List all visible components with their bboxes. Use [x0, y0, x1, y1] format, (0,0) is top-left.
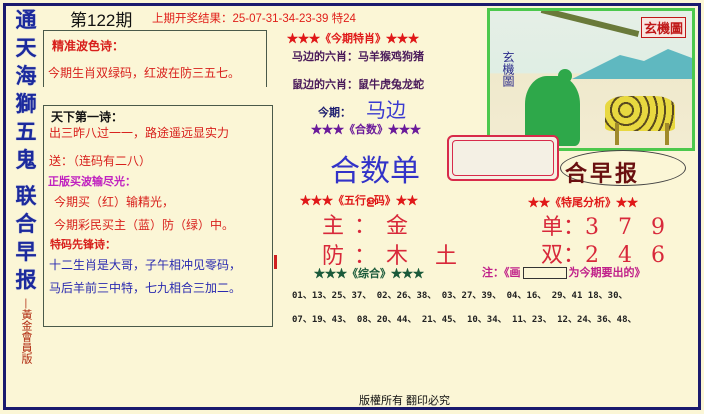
five-main: 主：金	[322, 208, 418, 240]
combined-numbers-row-2: 07、19、43、 08、20、44、 21、45、 10、34、 11、23、…	[292, 315, 637, 325]
five-guard: 防：木 土	[322, 238, 467, 270]
combined-title: ★★★《综合》★★★	[314, 267, 424, 280]
wave-poem-line: 今期生肖双绿码，红波在防三五七。	[48, 66, 241, 80]
zhengban-line-1: 今期买（红）输精光，	[54, 195, 175, 209]
current-value: 马边	[366, 98, 406, 122]
dog-leg	[665, 123, 669, 145]
zhengban-title: 正版买波输尽光：	[48, 175, 136, 188]
odd-value: 3 7 9	[585, 215, 671, 240]
note-suffix: 为今期要出的》	[568, 266, 646, 279]
guard-label: 防：	[322, 244, 387, 269]
five-elements-title: ★★★《五行ള码》★★	[300, 194, 418, 207]
wave-poem-title: 精准波色诗：	[52, 39, 125, 53]
wave-poem-box	[43, 30, 267, 87]
even-value: 2 4 6	[585, 243, 671, 268]
title-char: 合	[15, 211, 37, 236]
man-head	[558, 69, 572, 83]
blank-frame	[447, 135, 559, 181]
title-char: 鬼	[15, 147, 37, 172]
first-poem-line: 出三昨八过一一，路途遥远显实力	[49, 126, 230, 140]
title-char: 獅	[15, 91, 37, 116]
sum-title: ★★★《合数》★★★	[311, 123, 421, 136]
title-char: 通	[15, 7, 37, 32]
title-char: 联	[15, 183, 37, 208]
special-zodiac-title: ★★★《今期特肖》★★★	[287, 32, 419, 45]
title-char: 天	[15, 35, 37, 60]
main-value: 金	[386, 214, 419, 239]
main-label: 主：	[322, 214, 387, 239]
sum-value: 合数单	[330, 154, 420, 189]
red-marker	[274, 255, 277, 269]
note: 注：《画 为今期要出的》	[482, 264, 646, 280]
issue-number: 第122期	[70, 11, 133, 30]
illustration: 玄機圖 玄機圖	[487, 8, 695, 151]
combined-numbers-row-1: 01、13、25、37、 02、26、38、 03、27、39、 04、16、 …	[292, 291, 628, 301]
poems-box	[43, 105, 273, 327]
even-row: 双：2 4 6	[541, 237, 671, 269]
brand-ellipse	[560, 150, 686, 186]
tema-poem-line-2: 马后羊前三中特，七九相合三加二。	[49, 281, 242, 295]
last-result-numbers: 25-07-31-34-23-39	[232, 13, 329, 25]
title-char: 报	[15, 267, 37, 292]
note-blank-box	[522, 267, 567, 279]
image-stamp: 玄機圖	[640, 17, 686, 38]
horse-side-zodiacs: 马边的六肖：马羊猴鸡狗猪	[292, 50, 424, 63]
man-figure	[525, 76, 580, 146]
last-special: 特24	[331, 13, 356, 25]
odd-row: 单：3 7 9	[541, 209, 671, 241]
tema-poem-line-1: 十二生肖是大哥，子午相冲见零码，	[49, 258, 242, 272]
tree-shape	[540, 11, 640, 38]
sidebar-subtitle: —黃金會員版	[20, 298, 33, 364]
odd-label: 单：	[541, 215, 586, 240]
brand-name: 合早报	[565, 161, 641, 187]
copyright: 版權所有 翻印必究	[359, 395, 451, 407]
title-char: 五	[15, 119, 37, 144]
gift-line: 送：（连码有二八）	[49, 154, 152, 168]
dog-leg	[615, 123, 619, 145]
tail-analysis-title: ★★《特尾分析》★★	[528, 196, 638, 209]
rat-side-zodiacs: 鼠边的六肖：鼠牛虎兔龙蛇	[292, 78, 424, 91]
image-label: 玄機圖	[501, 51, 515, 87]
tema-poem-title: 特码先锋诗：	[50, 238, 116, 251]
last-result: 上期开奖结果：25-07-31-34-23-39 特24	[152, 10, 356, 26]
title-char: 海	[15, 63, 37, 88]
sidebar-title: 通 天 海 獅 五 鬼 联 合 早 报 —黃金會員版	[12, 8, 40, 364]
last-result-label: 上期开奖结果：	[152, 13, 233, 25]
title-char: 早	[15, 239, 37, 264]
mountain-shape	[572, 49, 692, 79]
note-prefix: 注：《画	[482, 266, 521, 279]
zhengban-line-2: 今期彩民买主（蓝）防（绿）中。	[54, 218, 235, 232]
current-label: 今期：	[318, 106, 351, 119]
even-label: 双：	[541, 243, 586, 268]
first-poem-title: 天下第一诗：	[51, 110, 124, 124]
guard-value: 木 土	[386, 244, 468, 269]
